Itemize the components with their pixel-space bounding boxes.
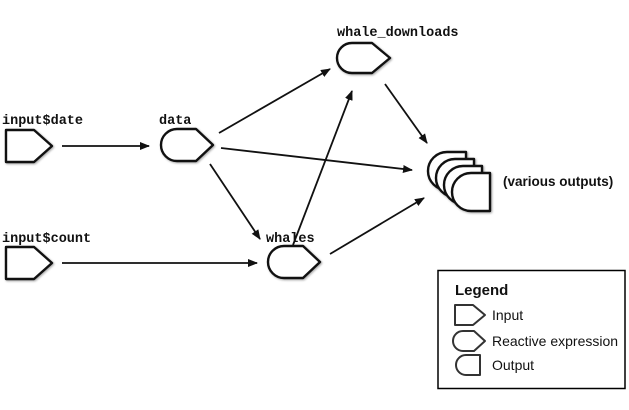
data-node-shape — [159, 127, 215, 163]
input-count-node-shape — [4, 245, 54, 281]
data-label: data — [159, 114, 191, 129]
output-card-icon — [450, 171, 492, 213]
legend-item-reactive: Reactive expression — [492, 333, 618, 349]
outputs-stack — [426, 150, 492, 213]
edge-data-to-whale-downloads — [218, 68, 331, 134]
nodes — [4, 41, 492, 281]
node-labels: input$date input$count data whale_downlo… — [2, 26, 613, 247]
legend-item-output: Output — [492, 357, 534, 373]
reactive-expression-shape-icon — [452, 330, 486, 352]
whale-downloads-node-shape — [335, 41, 392, 75]
legend-title: Legend — [455, 282, 508, 299]
input-shape-icon — [454, 304, 486, 326]
legend: Legend Input Reactive expression Output — [437, 269, 626, 390]
whales-node-shape — [266, 244, 322, 280]
edge-whales-to-whale-downloads — [292, 90, 353, 246]
edge-whales-to-outputs — [329, 197, 425, 255]
input-date-label: input$date — [2, 114, 83, 129]
edge-data-to-whales — [209, 163, 261, 240]
edges — [62, 68, 428, 267]
edge-data-to-outputs — [220, 147, 413, 173]
whale-downloads-label: whale_downloads — [337, 26, 459, 41]
legend-item-input: Input — [492, 307, 523, 323]
edge-whale-downloads-to-outputs — [384, 83, 428, 144]
input-date-node-shape — [4, 128, 54, 164]
output-shape-icon — [455, 354, 481, 376]
various-outputs-label: (various outputs) — [503, 174, 613, 189]
input-count-label: input$count — [2, 232, 91, 247]
whales-label: whales — [266, 232, 315, 247]
